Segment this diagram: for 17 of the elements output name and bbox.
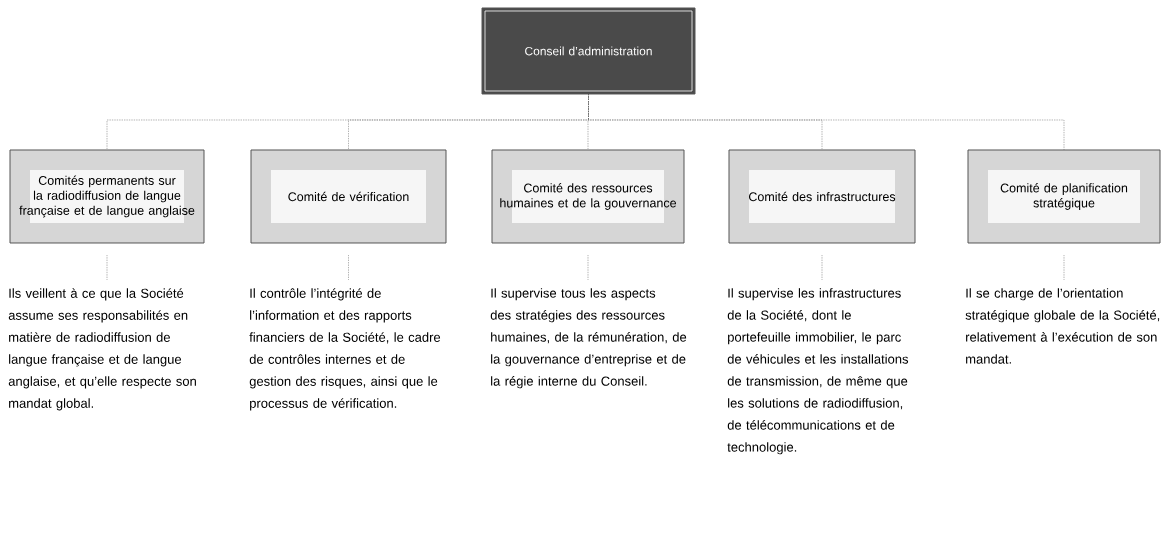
connector-line	[588, 93, 1065, 151]
committee-box: Comité des infrastructures	[728, 149, 916, 244]
committee-box: Comité de planification stratégique	[967, 149, 1161, 244]
committee-box: Comité de vérification	[250, 149, 447, 244]
connector-line	[1063, 254, 1065, 281]
connector-line	[821, 254, 823, 281]
description-text: Il supervise les infrastructures de la Société, dont le portefeuille immobilier, le parc de véhicules et les installations de transmission, de même que les solutions de radiodiffusion, de télécommunications et de technologie.	[727, 288, 909, 455]
board-box: Conseil d’administration	[481, 7, 696, 95]
description-text: Il contrôle l’intégrité de l’information et des rapports financiers de la Société, le cadre de contrôles internes et de gestion des risques, ainsi que le processus de vérification.	[249, 288, 441, 411]
connector-line	[587, 254, 589, 281]
description-text: Il se charge de l’orientation stratégique globale de la Société, relativement à l’exécution de son mandat.	[965, 288, 1160, 364]
description-text: Ils veillent à ce que la Société assume ses responsabilités en matière de radiodiffusion de langue française et de langue anglaise, et qu’elle respecte son mandat global.	[8, 288, 196, 411]
committee-box: Comité des ressources humaines et de la gouvernance	[491, 149, 685, 244]
description-text: Il supervise tous les aspects des stratégies des ressources humaines, de la rémunération, de la gouvernance d’entreprise et de la régie interne du Conseil.	[490, 288, 687, 389]
connector-line	[348, 254, 349, 281]
committee-box: Comités permanents sur la radiodiffusion de langue française et de langue anglaise	[9, 149, 205, 244]
connector-line	[106, 254, 108, 281]
